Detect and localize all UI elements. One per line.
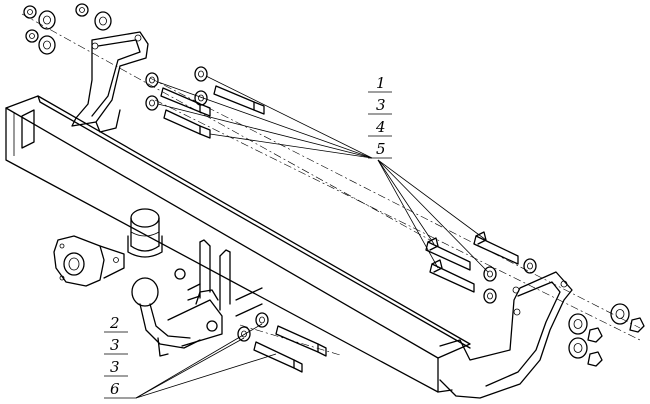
upper-bolts bbox=[145, 66, 265, 139]
top-left-fasteners bbox=[23, 3, 112, 55]
callout-group-left: 2 3 3 6 bbox=[104, 314, 277, 399]
left-bracket bbox=[71, 31, 149, 133]
callout-4: 4 bbox=[375, 118, 386, 136]
callout-3a: 3 bbox=[110, 336, 120, 354]
callout-3b: 3 bbox=[110, 358, 120, 376]
callout-group-right: 1 3 4 5 bbox=[157, 74, 489, 273]
tow-ball-cover bbox=[127, 208, 163, 258]
tow-ball-arm bbox=[131, 239, 263, 357]
callout-5: 5 bbox=[376, 140, 386, 158]
right-bolts bbox=[425, 231, 537, 304]
lower-bolts bbox=[237, 312, 327, 373]
callout-3: 3 bbox=[376, 96, 386, 114]
right-bracket bbox=[439, 271, 573, 399]
callout-1: 1 bbox=[376, 74, 386, 92]
center-lines bbox=[21, 13, 641, 356]
socket-bracket bbox=[53, 235, 125, 287]
main-crossbar bbox=[5, 95, 471, 393]
callout-6: 6 bbox=[110, 380, 120, 398]
callout-2: 2 bbox=[109, 314, 120, 332]
right-fasteners bbox=[568, 303, 645, 367]
